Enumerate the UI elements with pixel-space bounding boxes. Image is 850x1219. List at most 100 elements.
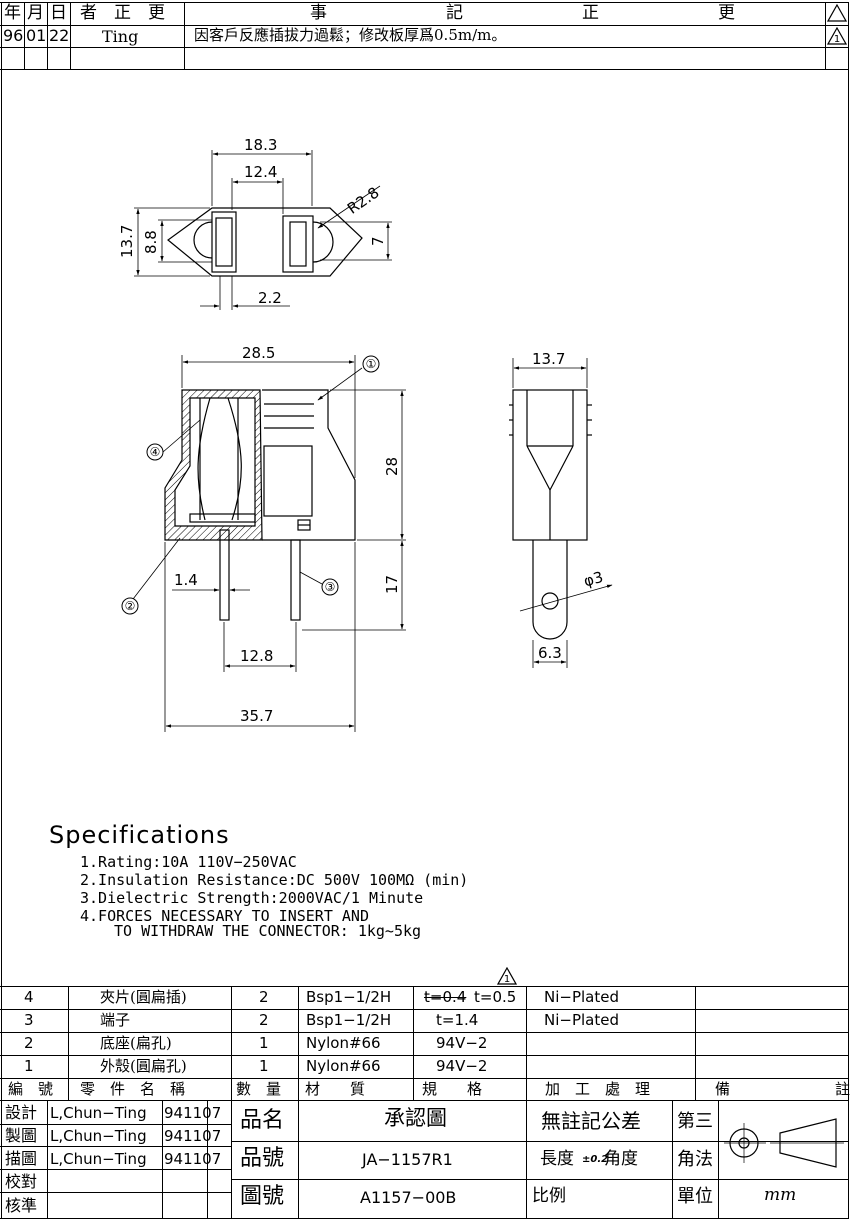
bom-row-3-proc: Ni−Plated — [544, 1011, 619, 1029]
balloon-1: ① — [366, 357, 377, 371]
front-view — [129, 355, 406, 732]
drafting-date: 941107 — [164, 1127, 222, 1145]
balloon-3: ③ — [325, 580, 336, 594]
bom-row-1-qty: 1 — [259, 1057, 269, 1075]
bom-row-4-spec: t=0.5 — [474, 988, 517, 1006]
rev-year: 96 — [3, 26, 24, 45]
drawing-no: A1157−00B — [360, 1188, 457, 1207]
rev-month: 01 — [26, 26, 47, 45]
role-design: 設計 — [5, 1103, 38, 1122]
balloon-2: ② — [125, 599, 136, 613]
spec-item-1: 1.Rating:10A 110V−250VAC — [80, 853, 297, 871]
bom-header-proc: 加 工 處 理 — [545, 1080, 651, 1098]
bom-row-4-no: 4 — [24, 988, 34, 1006]
bom-header-spec: 規 格 — [422, 1080, 483, 1098]
svg-text:1: 1 — [834, 34, 840, 45]
bom-row-1-name: 外殼(圓扁孔) — [100, 1057, 187, 1075]
projection-label-a: 第三 — [677, 1111, 713, 1132]
dim-6-3: 6.3 — [538, 644, 562, 662]
title-block: 設計 製圖 描圖 校對 核準 L,Chun−Ting L,Chun−Ting L… — [0, 1101, 850, 1219]
rev-author: Ting — [102, 27, 139, 46]
bom-row-2-no: 2 — [24, 1034, 34, 1052]
spec-item-4: 4.FORCES NECESSARY TO INSERT AND — [80, 907, 369, 925]
unit-label: 單位 — [677, 1186, 713, 1207]
bom-row-2-spec: 94V−2 — [436, 1034, 488, 1052]
design-date: 941107 — [164, 1104, 222, 1122]
dim-7: 7 — [369, 236, 387, 246]
bom-row-3-name: 端子 — [100, 1011, 131, 1029]
bom-row-4-qty: 2 — [259, 988, 269, 1006]
spec-item-3: 3.Dielectric Strength:2000VAC/1 Minute — [80, 889, 424, 907]
bom-row-4-spec-old: t=0.4 — [424, 988, 467, 1006]
tracing-date: 941107 — [164, 1150, 222, 1168]
rev-header-month: 月 — [27, 3, 44, 23]
bom-row-3-no: 3 — [24, 1011, 34, 1029]
bom-row-1-no: 1 — [24, 1057, 34, 1075]
dim-35-7: 35.7 — [240, 707, 273, 725]
rev-header-year: 年 — [4, 3, 21, 23]
drawing-no-label: 圖號 — [240, 1184, 285, 1209]
tolerance-label: 無註記公差 — [541, 1109, 641, 1133]
rev-header-author: 者 正 更 — [80, 3, 165, 23]
specifications-title: Specifications — [49, 821, 230, 849]
part-no-label: 品號 — [240, 1146, 285, 1171]
length-label: 長度 — [540, 1149, 574, 1169]
bom-row-2-mat: Nylon#66 — [306, 1034, 381, 1052]
product-name: 承認圖 — [384, 1106, 447, 1130]
scale-label: 比例 — [532, 1186, 566, 1206]
dim-28-5: 28.5 — [242, 344, 275, 362]
role-tracing: 描圖 — [5, 1149, 38, 1168]
role-check: 校對 — [5, 1172, 38, 1191]
unit-value: mm — [764, 1185, 797, 1205]
drafter-name: L,Chun−Ting — [50, 1127, 147, 1145]
bom-row-1-mat: Nylon#66 — [306, 1057, 381, 1075]
dim-12-4: 12.4 — [244, 163, 277, 181]
bom-header-note: 備 註 — [715, 1080, 850, 1098]
bom-revision-mark-icon: 1 — [497, 967, 517, 985]
bom-header-no: 編 號 — [8, 1080, 54, 1098]
bom-row-4-name: 夾片(圓扁插) — [100, 988, 187, 1006]
third-angle-projection-icon — [724, 1118, 844, 1168]
product-name-label: 品名 — [240, 1108, 285, 1133]
rev-day: 22 — [49, 26, 70, 45]
tracer-name: L,Chun−Ting — [50, 1150, 147, 1168]
bom-row-2-name: 底座(扁孔) — [100, 1034, 172, 1052]
bom-row-3-spec: t=1.4 — [436, 1011, 479, 1029]
spec-item-5: TO WITHDRAW THE CONNECTOR: 1kg~5kg — [114, 922, 422, 940]
side-view — [509, 358, 613, 668]
role-approve: 核準 — [5, 1196, 38, 1215]
dim-28: 28 — [383, 457, 401, 476]
revision-triangle-icon — [827, 4, 847, 22]
dim-1-4: 1.4 — [174, 571, 198, 589]
bom-row-4-mat: Bsp1−1/2H — [306, 988, 392, 1006]
bom-row-1-spec: 94V−2 — [436, 1057, 488, 1075]
length-tolerance: ±0.2 — [582, 1154, 609, 1165]
bom-row-4-proc: Ni−Plated — [544, 988, 619, 1006]
part-no: JA−1157R1 — [362, 1150, 453, 1169]
dim-phi3: φ3 — [582, 568, 605, 590]
revision-mark-1-icon: 1 — [827, 27, 847, 45]
technical-drawing: 18.3 12.4 R2.8 13.7 8.8 7 2.2 28.5 28 17… — [118, 136, 613, 732]
bom-row-3-mat: Bsp1−1/2H — [306, 1011, 392, 1029]
balloon-4: ④ — [150, 445, 161, 459]
projection-label-b: 角法 — [677, 1149, 713, 1170]
bom-header-name: 零 件 名 稱 — [80, 1080, 186, 1098]
rev-header-day: 日 — [50, 3, 67, 23]
dim-2-2: 2.2 — [258, 289, 282, 307]
svg-text:1: 1 — [504, 974, 510, 985]
dim-8-8: 8.8 — [142, 230, 160, 254]
bom-row-3-qty: 2 — [259, 1011, 269, 1029]
bom-header-qty: 數 量 — [236, 1080, 282, 1098]
dim-12-8: 12.8 — [240, 647, 273, 665]
dim-18-3: 18.3 — [244, 136, 277, 154]
specifications: Specifications 1.Rating:10A 110V−250VAC … — [0, 818, 850, 968]
rev-description: 因客戶反應插拔力過鬆；修改板厚爲0.5m/m。 — [194, 26, 507, 44]
bom-table: 4 夾片(圓扁插) 2 Bsp1−1/2H t=0.4 t=0.5 Ni−Pla… — [0, 986, 850, 1101]
dim-13-7-side: 13.7 — [532, 350, 565, 368]
dim-17: 17 — [383, 575, 401, 594]
angle-label: 角度 — [604, 1149, 638, 1169]
dim-13-7-top: 13.7 — [118, 225, 136, 258]
spec-item-2: 2.Insulation Resistance:DC 500V 100MΩ (m… — [80, 871, 469, 889]
role-drafting: 製圖 — [5, 1126, 38, 1145]
